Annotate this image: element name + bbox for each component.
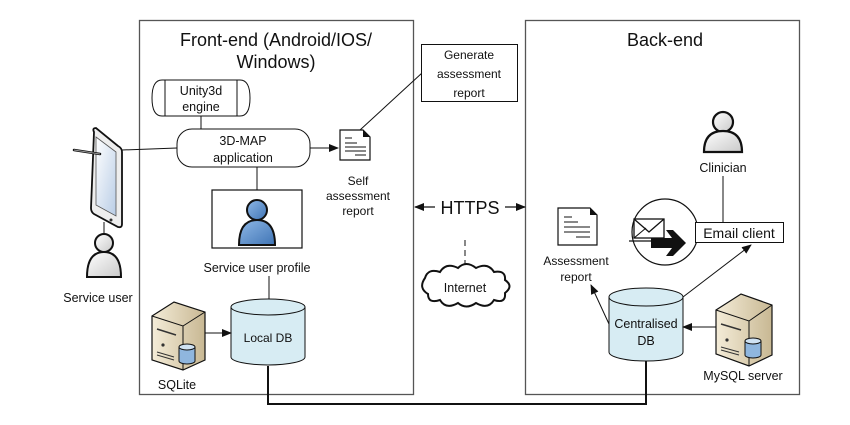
profile-user-icon [237,199,277,246]
assessment-report-doc-icon [557,207,598,246]
unity-engine-node: Unity3d engine [151,79,251,117]
email-client-label: Email client [703,225,775,241]
clinician-icon [702,110,744,154]
tablet-icon [72,127,123,229]
central-db-line2: DB [637,334,654,348]
assessment-report-line2: report [560,270,592,284]
sqlite-label: SQLite [158,378,196,392]
frontend-title-line2: Windows) [236,52,315,72]
app-line2: application [213,151,273,165]
internet-label: Internet [444,281,487,295]
app-node: 3D-MAP application [176,128,311,168]
service-user-profile [211,189,303,249]
central-db-line1: Centralised [614,317,677,331]
db-sync-connector [267,361,647,405]
frontend-panel [138,19,415,396]
profile-label: Service user profile [204,261,311,275]
local-db-label: Local DB [244,331,293,345]
internet-cloud-icon: Internet [421,263,511,308]
email-client-box: Email client [695,222,784,243]
email-send-icon [629,198,699,266]
frontend-title-line1: Front-end (Android/IOS/ [180,30,372,50]
self-report-line3: report [342,204,374,218]
assessment-report-line1: Assessment [543,254,609,268]
backend-title: Back-end [627,30,703,50]
unity-line1: Unity3d [180,84,222,98]
self-report-doc-icon [339,129,371,161]
generate-line1: Generate [444,48,494,62]
self-report-line2: assessment [326,189,391,203]
mysql-server-icon [715,293,773,367]
service-user-label: Service user [63,291,132,305]
local-db: Local DB [230,298,306,366]
sqlite-server-icon [151,301,206,371]
https-label: HTTPS [440,198,499,218]
generate-line2: assessment [437,67,502,81]
mysql-label: MySQL server [703,369,782,383]
self-report-line1: Self [348,174,369,188]
unity-line2: engine [182,100,220,114]
clinician-label: Clinician [699,161,746,175]
service-user-icon [85,233,123,278]
app-line1: 3D-MAP [219,134,266,148]
generate-line3: report [453,86,485,100]
generate-report-box: Generate assessment report [421,44,518,102]
centralised-db: Centralised DB [608,287,684,362]
